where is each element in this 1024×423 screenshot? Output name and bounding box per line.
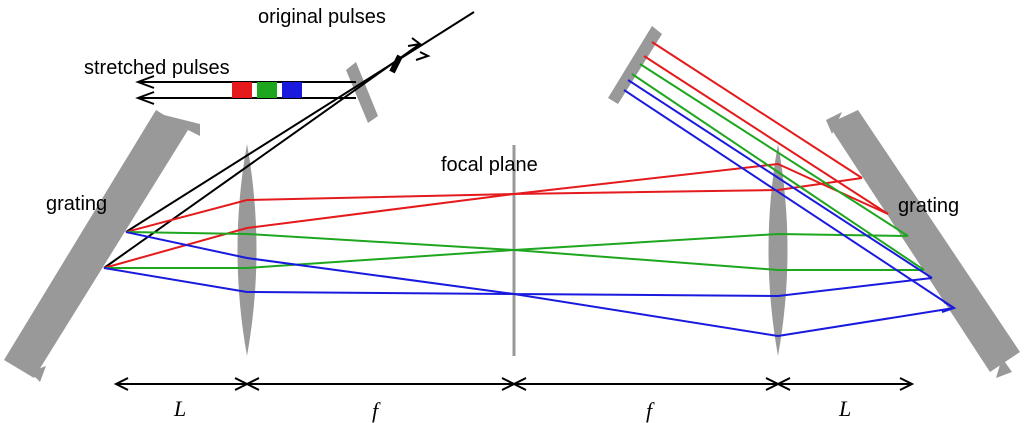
dimension-arrows — [113, 377, 915, 391]
stretched-pulse-blocks — [232, 82, 302, 98]
mirror-pickoff-icon — [346, 62, 378, 123]
dimension-label-left-f: f — [372, 398, 381, 423]
dimension-label-right-f: f — [646, 398, 655, 423]
focal-plane-label: focal plane — [441, 154, 538, 176]
dimension-label-right-L: L — [838, 396, 851, 421]
original-pulse-marker — [389, 54, 403, 74]
dimension-label-left-L: L — [173, 396, 186, 421]
blue-rays — [103, 79, 957, 338]
stretched-pulses-label: stretched pulses — [84, 57, 230, 79]
lens-left-icon — [237, 144, 257, 356]
red-pulse-block — [232, 82, 252, 98]
green-pulse-block — [257, 82, 277, 98]
red-rays — [103, 41, 889, 269]
blue-pulse-block — [282, 82, 302, 98]
grating-left-label: grating — [46, 193, 107, 215]
green-rays — [104, 63, 925, 271]
lens-right-icon — [768, 144, 788, 356]
original-pulses-label: original pulses — [258, 6, 386, 28]
grating-right-icon — [826, 110, 1020, 378]
grating-right-label: grating — [898, 195, 959, 217]
grating-left-icon — [4, 110, 200, 382]
mirror-fold-icon — [608, 26, 662, 104]
